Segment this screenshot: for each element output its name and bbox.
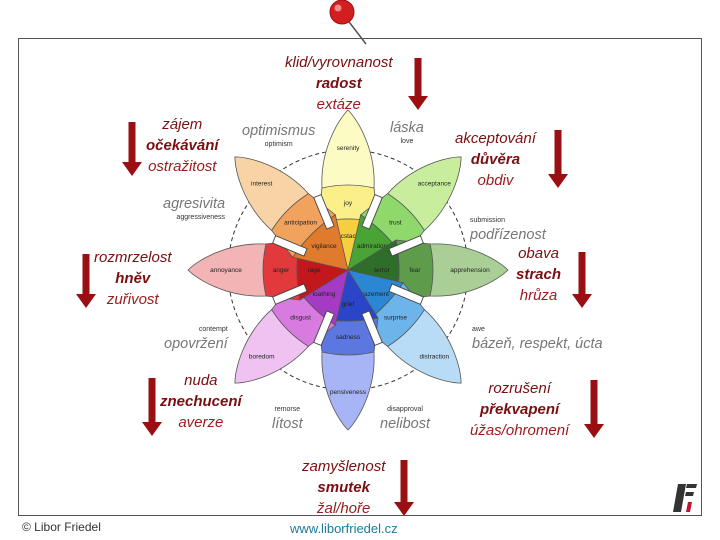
petal-outer-sadness <box>321 351 375 431</box>
down-arrow-icon <box>408 58 428 110</box>
trust-mild: akceptování <box>455 130 536 147</box>
anger-mild: rozmrzelost <box>94 249 172 266</box>
petal-inner-anticipation <box>292 214 349 271</box>
joy-intense: extáze <box>316 96 361 113</box>
petal-outer-anticipation <box>234 156 309 231</box>
disgust-intense: averze <box>178 414 224 431</box>
down-arrows <box>76 58 604 516</box>
petal-outer-trust <box>387 156 462 231</box>
pointer-surprise <box>361 310 383 346</box>
anticipation-mild: zájem <box>162 116 203 133</box>
petal-outer-joy <box>321 109 375 189</box>
emotion-outer-anger: annoyance <box>210 267 242 274</box>
sadness-mild: zamyšlenost <box>302 458 386 475</box>
disgust-mild: nuda <box>184 372 218 389</box>
emotion-inner-anger: rage <box>307 267 320 274</box>
emotion-inner-surprise: amazement <box>355 291 389 298</box>
petal-outer-fear <box>429 243 509 297</box>
dyad-love: láska love <box>390 120 424 145</box>
trust-core: důvěra <box>470 151 521 168</box>
emotion-mid-anticipation: anticipation <box>284 220 317 227</box>
emotion-inner-anticipation: vigilance <box>311 243 337 250</box>
emotion-inner-fear: terror <box>374 267 390 274</box>
petals: serenity joy ecstacy acceptance trust admirat… <box>187 109 509 431</box>
down-arrow-icon <box>548 130 568 188</box>
surprise-intense: úžas/ohromení <box>470 422 570 439</box>
petal-fear: apprehension fear terror <box>347 239 509 301</box>
group-disgust: nuda znechucení averze <box>160 370 242 433</box>
dyad-optimism: optimismus optimism <box>242 123 316 148</box>
pushpin-icon <box>329 0 355 25</box>
disgust-core: znechucení <box>160 393 242 410</box>
fear-intense: hrůza <box>519 287 558 304</box>
group-surprise: rozrušení překvapení úžas/ohromení <box>470 378 569 441</box>
dyad-remorse: remorse lítost <box>272 406 303 432</box>
down-arrow-icon <box>572 252 592 308</box>
trust-intense: obdiv <box>477 172 514 189</box>
down-arrow-icon <box>122 122 142 176</box>
pointer-disgust <box>272 283 308 305</box>
emotion-outer-fear: apprehension <box>450 267 490 274</box>
copyright: © Libor Friedel <box>22 520 101 534</box>
anticipation-core: očekávání <box>146 137 219 154</box>
emotion-outer-joy: serenity <box>337 145 361 152</box>
pushpin-highlight <box>334 4 342 12</box>
emotion-inner-joy: ecstacy <box>337 233 360 240</box>
dyad-awe: awe bázeň, respekt, úcta <box>472 326 603 352</box>
website-link[interactable]: www.liborfriedel.cz <box>290 521 398 536</box>
emotion-outer-surprise: distraction <box>419 353 449 360</box>
fear-core: strach <box>516 266 562 283</box>
emotion-inner-sadness: grief <box>342 301 355 308</box>
down-arrow-icon <box>142 378 162 436</box>
group-joy: klid/vyrovnanost radost extáze <box>285 52 393 115</box>
emotion-mid-disgust: disgust <box>290 314 311 321</box>
petal-outer-anger <box>187 243 267 297</box>
down-arrow-icon <box>584 380 604 438</box>
group-sadness: zamyšlenost smutek žal/hoře <box>302 456 385 519</box>
group-anger: rozmrzelost hněv zuřivost <box>94 247 172 310</box>
dyad-aggressiveness: agresivita aggressiveness <box>163 196 226 221</box>
emotion-outer-trust: acceptance <box>418 181 452 188</box>
brand-logo-icon <box>673 484 697 512</box>
anger-intense: zuřivost <box>106 291 159 308</box>
sadness-intense: žal/hoře <box>317 500 371 517</box>
joy-mild: klid/vyrovnanost <box>285 54 393 71</box>
anticipation-intense: ostražitost <box>148 158 217 175</box>
fear-mild: obava <box>518 245 559 262</box>
pointer-sadness <box>313 310 335 346</box>
petal-outer-surprise <box>387 309 462 384</box>
emotion-mid-fear: fear <box>409 267 421 274</box>
pointer-trust <box>388 235 424 257</box>
pointer-anticipation <box>313 194 335 230</box>
joy-core: radost <box>315 75 362 92</box>
emotion-mid-joy: joy <box>343 200 353 207</box>
anger-core: hněv <box>115 270 151 287</box>
group-fear: obava strach hrůza <box>516 243 561 306</box>
emotion-mid-trust: trust <box>389 220 402 227</box>
group-trust: akceptování důvěra obdiv <box>455 128 536 191</box>
sadness-core: smutek <box>317 479 370 496</box>
emotion-inner-disgust: loathing <box>313 291 336 298</box>
group-anticipation: zájem očekávání ostražitost <box>146 114 219 177</box>
emotion-mid-surprise: surprise <box>384 314 408 321</box>
surprise-mild: rozrušení <box>488 380 551 397</box>
emotion-inner-trust: admiration <box>357 243 388 250</box>
petal-outer-disgust <box>234 309 309 384</box>
dyad-disapproval: disapproval nelibost <box>380 406 430 432</box>
emotion-mid-anger: anger <box>273 267 290 274</box>
surprise-core: překvapení <box>480 401 560 418</box>
emotion-outer-anticipation: interest <box>251 181 273 188</box>
pointer-fear <box>388 283 424 305</box>
emotion-outer-sadness: pensiveness <box>330 389 367 396</box>
petal-pointers <box>272 194 424 346</box>
dyad-submission: submission podřízenost <box>470 217 546 243</box>
emotion-mid-sadness: sadness <box>336 334 361 341</box>
pointer-joy <box>361 194 383 230</box>
down-arrow-icon <box>394 460 414 516</box>
pointer-anger <box>272 235 308 257</box>
dyad-contempt: contempt opovržení <box>164 326 228 352</box>
emotion-outer-disgust: boredom <box>249 353 275 360</box>
down-arrow-icon <box>76 254 96 308</box>
